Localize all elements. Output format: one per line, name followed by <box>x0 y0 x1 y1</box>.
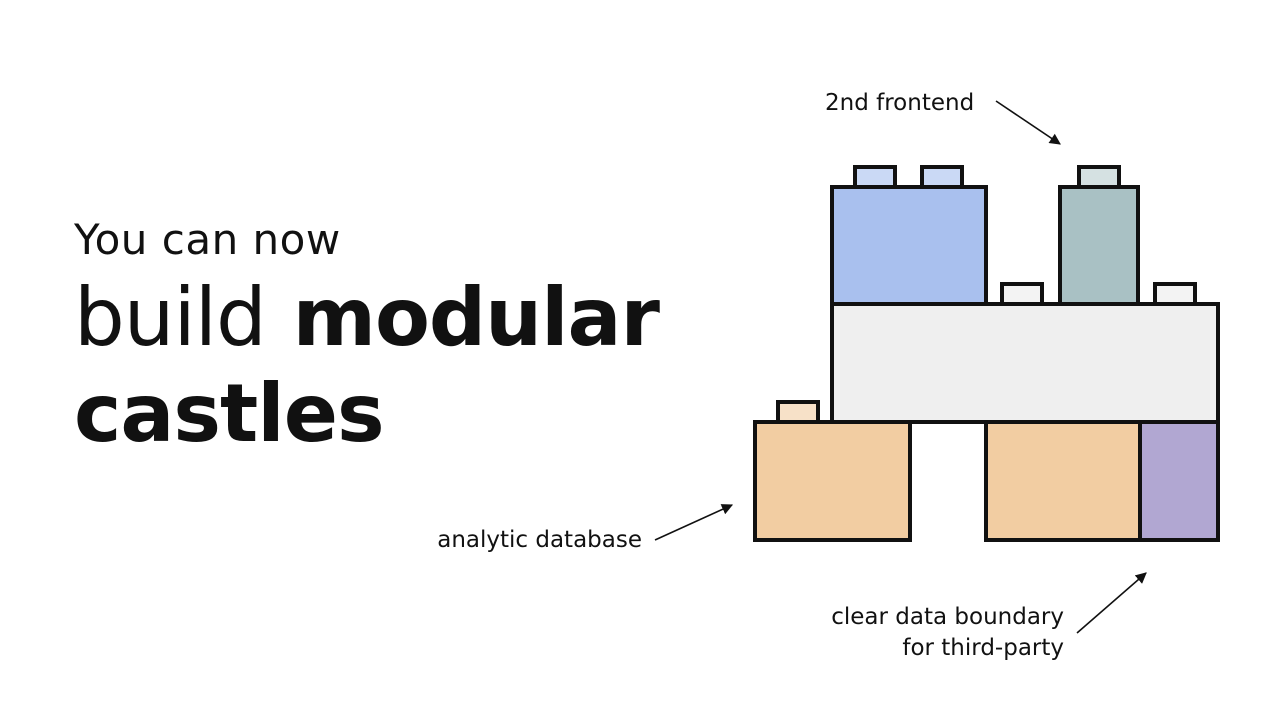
gray-core-block <box>830 302 1220 424</box>
annotation-data-boundary: clear data boundary for third-party <box>831 602 1064 664</box>
headline-line-1: You can now <box>74 215 341 264</box>
orange-analytic-database-block <box>753 420 912 542</box>
teal-stud <box>1077 165 1121 189</box>
headline-word-build: build <box>74 271 267 364</box>
blue-frontend-block <box>830 185 988 307</box>
blue-stud-right <box>920 165 964 189</box>
blue-stud-left <box>853 165 897 189</box>
headline-line-2: build modular <box>74 270 660 366</box>
annotation-data-boundary-line-1: clear data boundary <box>831 604 1064 630</box>
annotation-2nd-frontend: 2nd frontend <box>825 90 975 116</box>
arrow-to-data-boundary <box>1076 572 1147 634</box>
arrow-to-2nd-frontend <box>995 100 1061 145</box>
orange-right-block <box>984 420 1142 542</box>
headline-word-modular: modular <box>292 271 660 364</box>
teal-2nd-frontend-block <box>1058 185 1140 307</box>
annotation-data-boundary-line-2: for third-party <box>902 635 1064 661</box>
headline-line-3: castles <box>74 367 385 460</box>
gray-stud-right <box>1153 282 1197 306</box>
arrow-to-analytic-database <box>654 504 734 541</box>
gray-stud-middle <box>1000 282 1044 306</box>
orange-stud <box>776 400 820 424</box>
annotation-analytic-database: analytic database <box>437 527 642 553</box>
headline: You can now build modular castles <box>74 210 660 462</box>
purple-third-party-block <box>1138 420 1220 542</box>
